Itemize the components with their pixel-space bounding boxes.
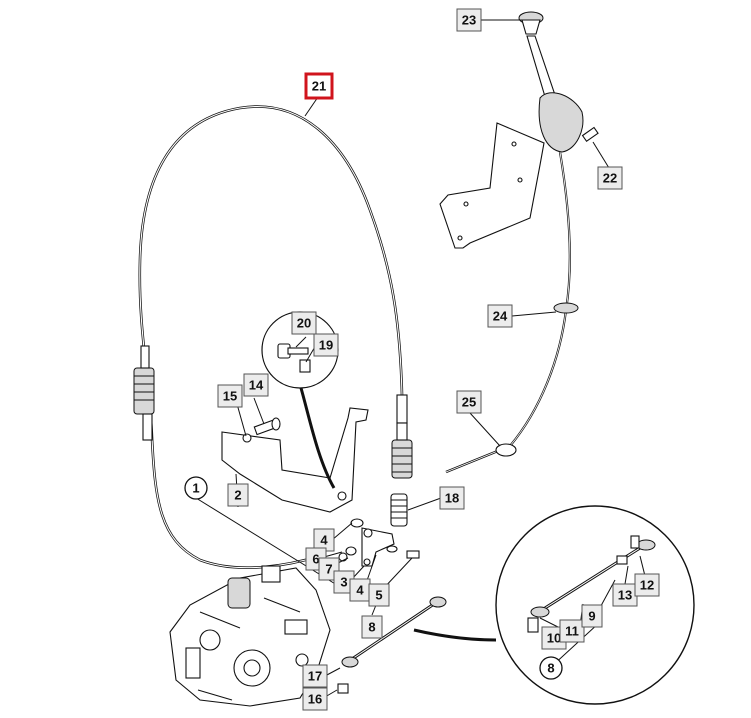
callout-4b: 4 (349, 578, 371, 602)
bracket-bolt (253, 417, 281, 436)
callout-17: 17 (302, 664, 328, 688)
callout-5: 5 (368, 583, 390, 607)
callout-10-label: 10 (547, 631, 561, 646)
callout-21: 21 (304, 72, 334, 100)
callout-8a: 8 (361, 615, 383, 639)
callout-24: 24 (487, 304, 513, 328)
callout-13-label: 13 (618, 588, 632, 603)
callout-9-label: 9 (588, 609, 595, 624)
callout-25-label: 25 (462, 395, 476, 410)
callout-8a-label: 8 (368, 620, 375, 635)
bolt-detail-inset (261, 311, 339, 489)
callout-3-label: 3 (340, 575, 347, 590)
callout-18-label: 18 (445, 491, 459, 506)
callout-4a-label: 4 (320, 533, 328, 548)
callout-17-label: 17 (308, 669, 322, 684)
callout-7-label: 7 (325, 562, 332, 577)
throttle-lever (361, 527, 395, 567)
callout-19: 19 (313, 333, 339, 357)
callout-9: 9 (581, 604, 603, 628)
callout-24-label: 24 (493, 309, 508, 324)
return-spring (390, 493, 408, 527)
callout-12-label: 12 (640, 578, 654, 593)
callout-5-label: 5 (375, 588, 382, 603)
callout-11: 11 (559, 619, 585, 643)
callout-13: 13 (612, 583, 638, 607)
callout-2: 2 (227, 483, 249, 507)
cable-bellows-left (133, 345, 155, 441)
callout-12: 12 (634, 573, 660, 597)
callout-16-label: 16 (308, 692, 322, 707)
callout-22: 22 (597, 166, 623, 190)
callout-1: 1 (184, 476, 208, 500)
callout-8b: 8 (539, 656, 563, 680)
callout-21-label: 21 (312, 79, 326, 94)
callout-8b-label: 8 (547, 661, 554, 676)
callout-14-label: 14 (249, 378, 264, 393)
callout-19-label: 19 (319, 338, 333, 353)
injection-pump (169, 565, 331, 707)
callout-23-label: 23 (462, 13, 476, 28)
callout-23: 23 (456, 8, 482, 32)
clip (406, 550, 420, 559)
linkage-rod (337, 596, 447, 694)
callout-labels: 21 23 22 24 25 18 20 19 (184, 8, 660, 711)
callout-1-label: 1 (192, 481, 199, 496)
callout-22-label: 22 (603, 171, 617, 186)
callout-20: 20 (291, 311, 317, 335)
callout-15-label: 15 (223, 389, 237, 404)
cable-bellows-right (391, 394, 413, 479)
callout-25: 25 (456, 390, 482, 414)
callout-2-label: 2 (234, 488, 241, 503)
callout-18: 18 (439, 486, 465, 510)
throttle-cable (133, 105, 413, 569)
callout-4b-label: 4 (356, 583, 364, 598)
callout-15: 15 (217, 384, 243, 408)
hand-throttle-assembly (439, 11, 599, 474)
callout-14: 14 (243, 373, 269, 397)
washers (338, 518, 398, 562)
callout-20-label: 20 (297, 316, 311, 331)
callout-6-label: 6 (312, 552, 319, 567)
callout-16: 16 (302, 687, 328, 711)
callout-11-label: 11 (565, 624, 579, 639)
